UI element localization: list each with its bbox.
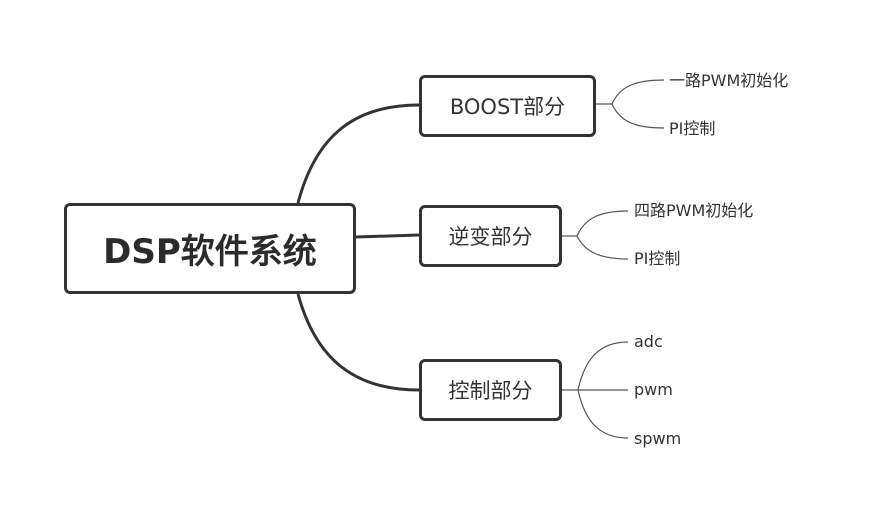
connector-inverter-leaf1 xyxy=(576,210,629,237)
branch-node-boost[interactable]: BOOST部分 xyxy=(419,75,596,137)
leaf-control-spwm[interactable]: spwm xyxy=(634,429,682,448)
branch-label-boost: BOOST部分 xyxy=(449,95,566,119)
branch-label-control: 控制部分 xyxy=(448,379,533,403)
branch-node-inverter[interactable]: 逆变部分 xyxy=(419,205,562,267)
branch-node-control[interactable]: 控制部分 xyxy=(419,359,562,421)
root-node[interactable]: DSP软件系统 xyxy=(64,203,356,294)
leaf-control-pwm[interactable]: pwm xyxy=(634,380,673,399)
connector-root-inverter xyxy=(355,233,420,239)
leaf-inverter-pi-control[interactable]: PI控制 xyxy=(634,249,681,268)
root-label: DSP软件系统 xyxy=(103,232,317,272)
connector-boost-leaf1 xyxy=(611,79,665,105)
connector-control-leaf3 xyxy=(577,389,629,439)
leaf-inverter-pwm-init[interactable]: 四路PWM初始化 xyxy=(634,201,754,220)
leaf-boost-pwm-init[interactable]: 一路PWM初始化 xyxy=(669,71,789,90)
connector-inverter-leaf2 xyxy=(576,235,629,260)
connector-root-control xyxy=(296,293,420,392)
connector-root-boost xyxy=(296,103,420,204)
branch-label-inverter: 逆变部分 xyxy=(448,225,533,249)
leaf-control-adc[interactable]: adc xyxy=(634,332,663,351)
connector-control-leaf1 xyxy=(577,341,629,391)
leaf-boost-pi-control[interactable]: PI控制 xyxy=(669,119,716,138)
connector-boost-leaf2 xyxy=(611,103,665,129)
